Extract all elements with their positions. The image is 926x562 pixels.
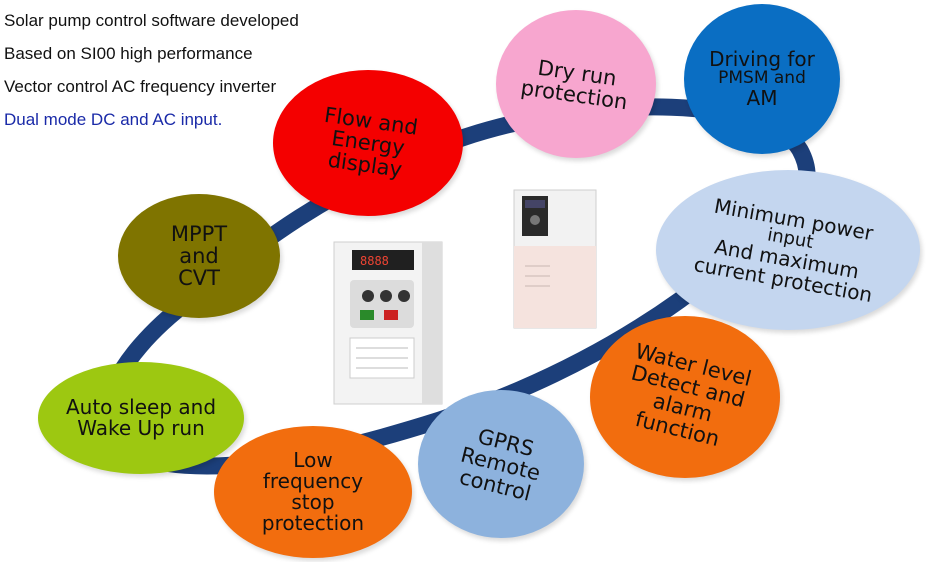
minimum-power-bubble: Minimum power input And maximum current … [656, 170, 920, 330]
intro-line-4: Dual mode DC and AC input. [4, 110, 223, 129]
flow-energy-display-label: Flow and Energy display [322, 102, 420, 182]
intro-text: Solar pump control software developed Ba… [4, 4, 299, 136]
gprs-remote-control-label: GPRS Remote control [457, 424, 544, 506]
low-frequency-stop-label: Low frequency stop protection [261, 448, 365, 535]
gprs-remote-control-bubble: GPRS Remote control [418, 390, 584, 538]
svg-text:8888: 8888 [360, 254, 389, 268]
pmsm-am-label: Driving for PMSM and AM [709, 49, 815, 109]
intro-line-1: Solar pump control software developed [4, 11, 299, 30]
auto-sleep-bubble: Auto sleep and Wake Up run [38, 362, 244, 474]
flow-energy-display-bubble: Flow and Energy display [273, 70, 463, 216]
water-level-label: Water level Detect and alarm function [628, 338, 754, 452]
pmsm-am-bubble: Driving for PMSM and AM [684, 4, 840, 154]
dry-run-protection-label: Dry run protection [519, 55, 630, 115]
intro-line-3: Vector control AC frequency inverter [4, 77, 277, 96]
pmsm-am-label-line-3: AM [746, 85, 778, 110]
water-level-bubble: Water level Detect and alarm function [590, 316, 780, 478]
intro-line-2: Based on SI00 high performance [4, 44, 253, 63]
mppt-cvt-bubble: MPPT and CVT [118, 194, 280, 318]
inverter-device-large-image [513, 189, 597, 329]
pmsm-am-label-line-1: Driving for [709, 47, 815, 72]
pmsm-am-label-line-2: PMSM and [718, 68, 806, 89]
low-frequency-stop-bubble: Low frequency stop protection [214, 426, 412, 558]
minimum-power-label: Minimum power input And maximum current … [692, 194, 884, 307]
dry-run-protection-bubble: Dry run protection [496, 10, 656, 158]
auto-sleep-label: Auto sleep and Wake Up run [65, 395, 217, 440]
inverter-device-small-image: 8888 [333, 241, 443, 405]
mppt-cvt-label: MPPT and CVT [170, 221, 228, 291]
